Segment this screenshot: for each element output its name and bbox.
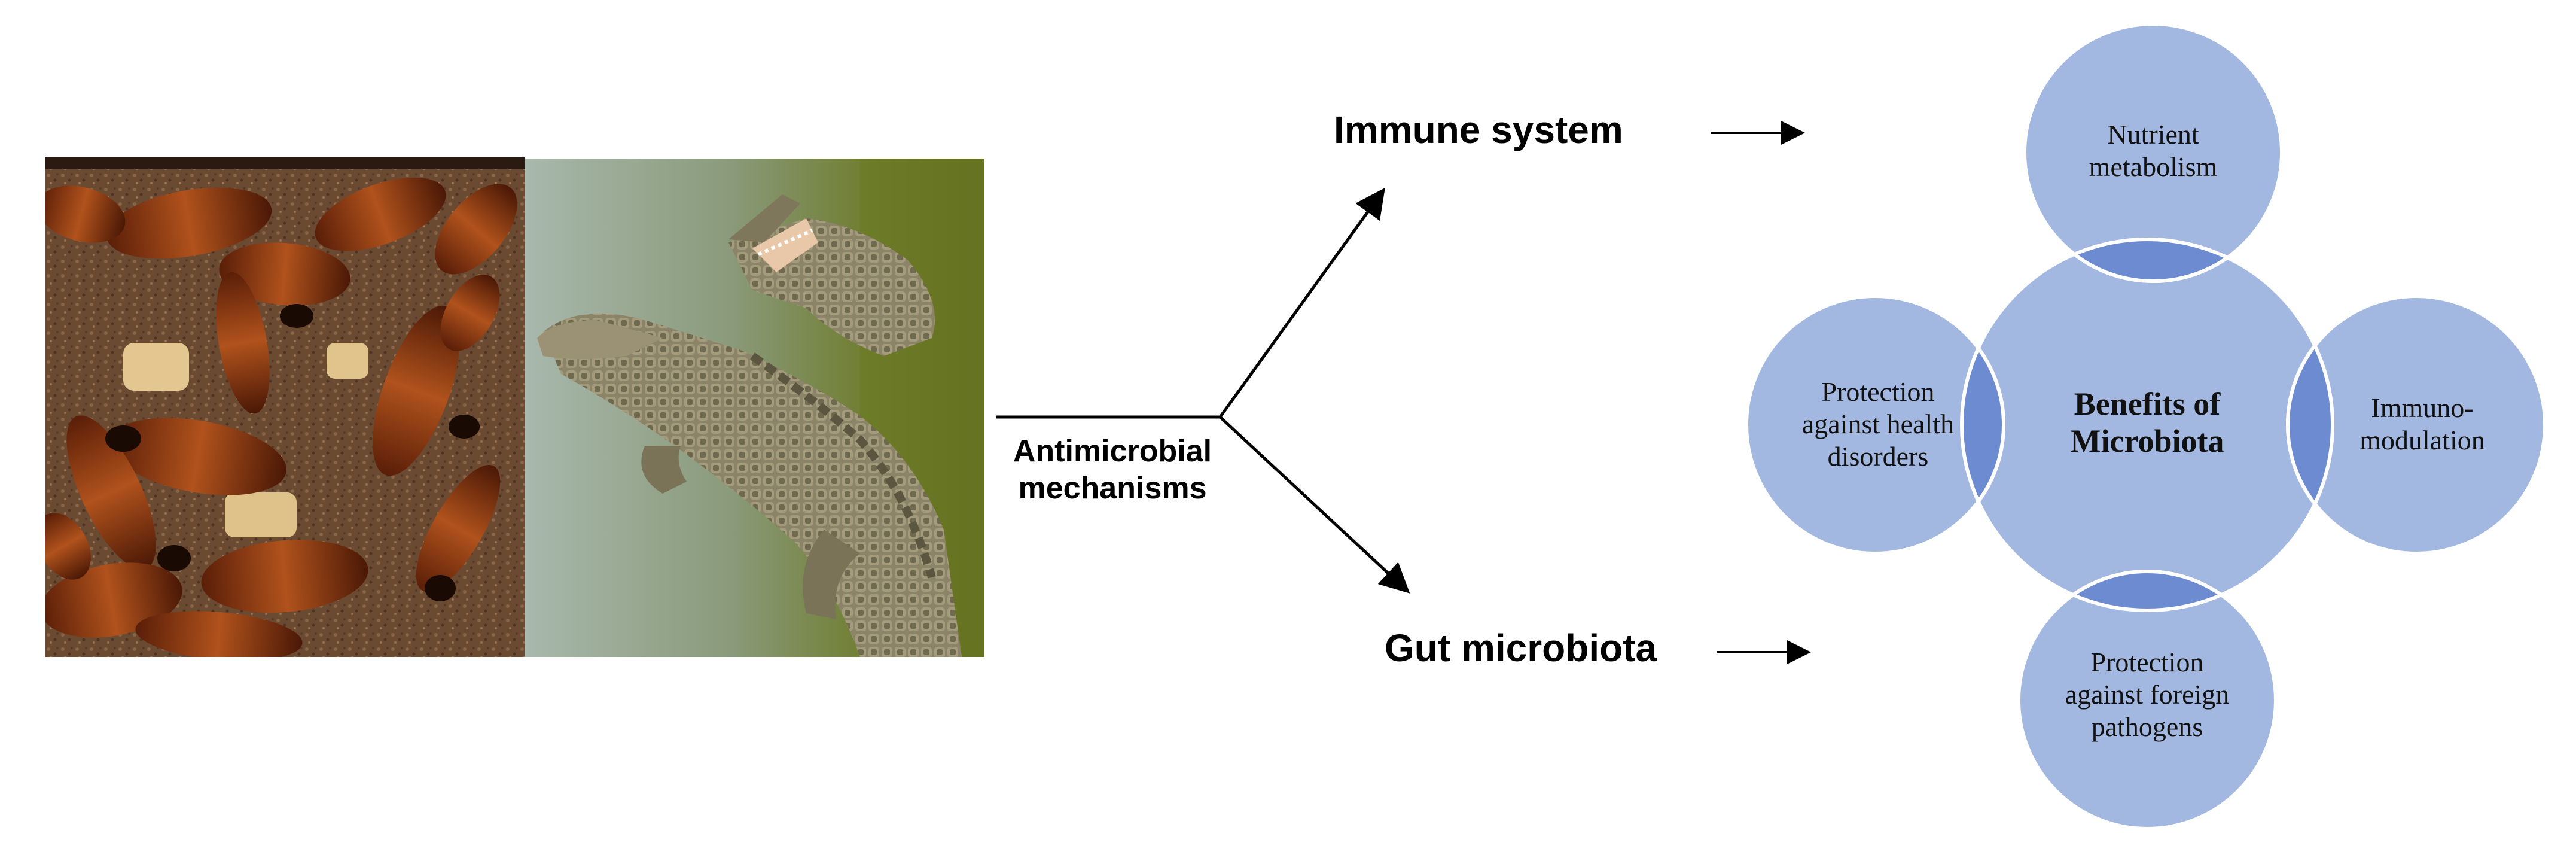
immune-system-label: Immune system: [1334, 108, 1623, 151]
cockroaches-illustration: [45, 157, 525, 657]
bubble-top-text: Nutrient metabolism: [2089, 119, 2218, 182]
cockroaches-photo: [45, 157, 525, 657]
crocodiles-illustration: [525, 159, 984, 657]
antimicrobial-label: Antimicrobial mechanisms: [1013, 434, 1212, 506]
bubble-overlaps: [1962, 239, 2333, 610]
bubble-right-text: Immuno- modulation: [2359, 393, 2485, 455]
branch-arrow-down: [1219, 416, 1410, 594]
benefits-center-text: Benefits of Microbiota: [2070, 386, 2224, 459]
bubble-left-text: Protection against health disorders: [1801, 376, 1955, 471]
gut-microbiota-label: Gut microbiota: [1385, 626, 1657, 670]
bubble-bottom-text: Protection against foreign pathogens: [2065, 647, 2230, 742]
branch-arrow-up: [1218, 187, 1385, 418]
crocodiles-photo: [525, 159, 984, 657]
